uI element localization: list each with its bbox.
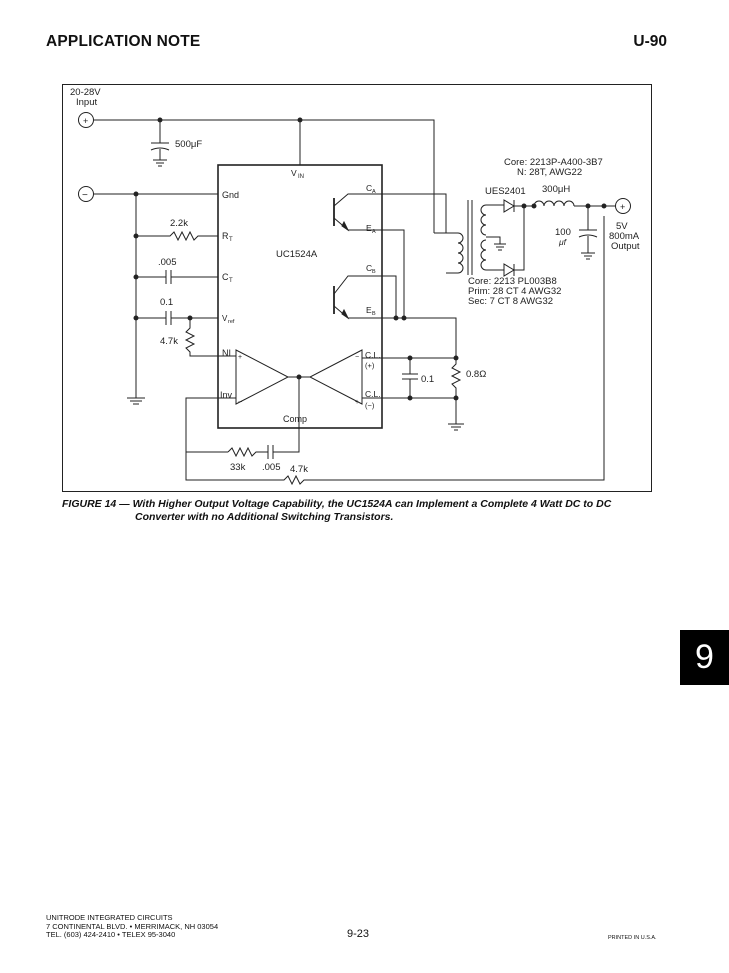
pin-ct-sub: T: [229, 278, 233, 284]
figure-label: FIGURE 14 —: [62, 498, 130, 510]
pin-vin-sub: IN: [298, 174, 304, 180]
svg-text:+: +: [238, 354, 242, 361]
pin-rt: R: [222, 231, 229, 241]
figure-caption: FIGURE 14 — With Higher Output Voltage C…: [62, 498, 662, 524]
figure-frame: [62, 84, 652, 492]
pin-eb-sub: B: [372, 311, 376, 317]
diode-part-number: UES2401: [485, 186, 526, 197]
caption-line-2: Converter with no Additional Switching T…: [135, 511, 394, 523]
inductor-turns-spec: N: 28T, AWG22: [517, 167, 582, 178]
pin-ea-sub: A: [372, 229, 376, 235]
divider-resistor-value: 4.7k: [160, 336, 178, 347]
ic-uc1524a: [217, 164, 383, 429]
current-limit-amp: [308, 349, 363, 405]
output-current: 800mA: [609, 231, 640, 242]
pin-inv: Inv: [220, 390, 233, 400]
input-plus-terminal: [78, 112, 94, 128]
error-amp: [235, 349, 290, 405]
cl-cap-value: 0.1: [421, 374, 434, 385]
transformer-secondary: [480, 204, 487, 271]
page-code: U-90: [633, 33, 667, 50]
output-label: Output: [611, 241, 640, 252]
caption-line-1: With Higher Output Voltage Capability, t…: [132, 498, 612, 510]
input-label: Input: [76, 97, 97, 108]
pin-eb: E: [366, 305, 372, 315]
inductor-core-spec: Core: 2213P-A400-3B7: [504, 157, 603, 168]
minus-sign: −: [82, 190, 88, 201]
pin-vref: V: [222, 314, 228, 323]
comp-cap-value: .005: [262, 462, 281, 473]
ct-value: .005: [158, 257, 177, 268]
pin-cb: C: [366, 263, 372, 273]
svg-text:+: +: [355, 399, 359, 406]
transformer-secondary-spec: Sec: 7 CT 8 AWG32: [468, 296, 553, 307]
transformer-primary-spec: Prim: 28 CT 4 AWG32: [468, 286, 561, 297]
pin-cl-neg: C.L.: [365, 389, 381, 399]
pin-vref-sub: ref: [228, 319, 235, 325]
header-title: APPLICATION NOTE: [46, 33, 201, 50]
pin-vin: V: [291, 168, 297, 178]
footer-address-block: UNITRODE INTEGRATED CIRCUITS 7 CONTINENT…: [46, 913, 219, 940]
input-minus-terminal: [78, 186, 94, 202]
section-tab: 9: [680, 630, 729, 685]
output-plus-terminal: [615, 198, 631, 214]
footer-address: 7 CONTINENTAL BLVD. • MERRIMACK, NH 0305…: [46, 921, 219, 931]
transformer-core-spec: Core: 2213 PL003B8: [468, 276, 557, 287]
feedback-resistor-value: 4.7k: [290, 464, 308, 475]
pin-cl-pos: C.L.: [365, 350, 381, 360]
pin-ni: NI: [222, 348, 231, 358]
pin-cb-sub: B: [372, 269, 376, 275]
pin-ct: C: [222, 272, 229, 282]
diode-top: [503, 199, 515, 213]
ic-name: UC1524A: [276, 249, 318, 260]
diode-bottom: [503, 263, 515, 277]
svg-text:−: −: [355, 354, 359, 361]
input-voltage-label: 20-28V: [70, 87, 101, 98]
output-cap-unit: μf: [558, 237, 568, 247]
pin-gnd: Gnd: [222, 190, 239, 200]
sense-resistor-value: 0.8Ω: [466, 369, 486, 380]
pin-ca: C: [366, 183, 372, 193]
vref-cap-value: 0.1: [160, 297, 173, 308]
pin-ea: E: [366, 223, 372, 233]
pin-cl-pos-sign: (+): [365, 361, 375, 370]
output-voltage: 5V: [616, 221, 628, 232]
printed-in: PRINTED IN U.S.A.: [608, 935, 657, 941]
output-cap-value: 100: [555, 227, 571, 238]
footer-company: UNITRODE INTEGRATED CIRCUITS: [46, 913, 173, 922]
output-plus-sign: +: [620, 202, 625, 212]
pin-cl-neg-sign: (−): [365, 401, 375, 410]
transformer-primary: [446, 232, 464, 274]
output-inductor: [533, 200, 575, 207]
footer-phone: TEL. (603) 424-2410 • TELEX 95-3040: [46, 930, 176, 939]
comp-resistor-value: 33k: [230, 462, 246, 473]
rt-value: 2.2k: [170, 218, 188, 229]
plus-sign: +: [83, 116, 88, 126]
inductor-value: 300μH: [542, 184, 570, 195]
pin-ca-sub: A: [372, 189, 376, 195]
page-number: 9-23: [347, 928, 370, 940]
svg-text:−: −: [238, 399, 242, 406]
pin-comp: Comp: [283, 414, 307, 424]
input-cap-value: 500μF: [175, 139, 202, 150]
pin-rt-sub: T: [229, 237, 233, 243]
